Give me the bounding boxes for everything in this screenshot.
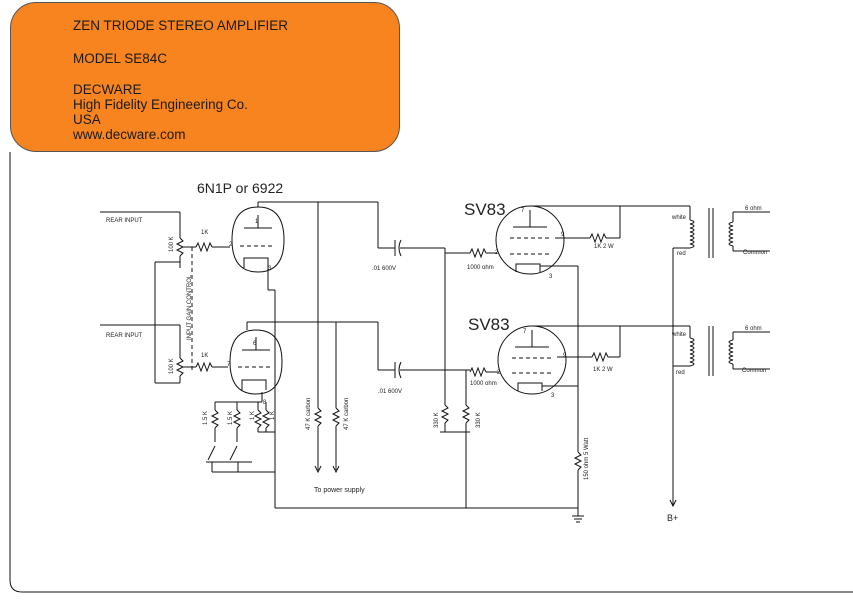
title-line-1: ZEN TRIODE STEREO AMPLIFIER — [73, 18, 289, 33]
screen-res-bottom-label: 1K 2 W — [593, 367, 613, 373]
rear-input-bottom-label: REAR INPUT — [106, 333, 143, 339]
grid-leak-1-label: 330 K — [434, 412, 440, 428]
grid-res-bottom-label: 1K — [201, 353, 208, 359]
screen-res-top-label: 1K 2 W — [594, 244, 614, 250]
cathode-r1-label: 1.5 K — [203, 411, 209, 425]
plate-wiring — [247, 201, 395, 474]
common-top-label: Common — [743, 250, 767, 256]
bplus-label: B+ — [667, 513, 678, 523]
cathode-r4-label: 1 K — [270, 411, 276, 420]
coupling-caps — [394, 239, 471, 508]
sv83-bottom-pin-3-label: 3 — [551, 393, 555, 399]
title-line-2: MODEL SE84C — [73, 51, 168, 66]
cathode-r3-label: 1 K — [250, 411, 256, 420]
pin-7-label: 7 — [227, 362, 231, 368]
output-transformer-top — [673, 206, 770, 258]
stopper-bottom-label: 1000 ohm — [470, 381, 497, 387]
bplus-rail — [669, 248, 677, 508]
output-tube-bottom-label: SV83 — [468, 315, 510, 334]
sv83-top-tube — [445, 205, 690, 275]
input-gain-control-label: INPUT GAIN CONTROL — [187, 274, 193, 340]
driver-tube-label: 6N1P or 6922 — [197, 180, 283, 196]
plate-load-2-label: 47 K carbon — [344, 398, 350, 430]
title-block — [10, 2, 400, 152]
grid-res-top-label: 1K — [201, 230, 208, 236]
sv83-bottom-tube — [469, 325, 690, 395]
ohm6-top-label: 6 ohm — [745, 206, 762, 212]
pin-6-label: 6 — [253, 341, 257, 347]
power-supply-label: To power supply — [314, 487, 365, 494]
title-line-3: DECWARE — [73, 82, 142, 97]
driver-tube-bottom — [229, 322, 283, 402]
pin-3-label: 3 — [268, 266, 272, 272]
red-bottom-label: red — [676, 370, 685, 376]
plate-load-1-label: 47 K carbon — [306, 398, 312, 430]
cathode-r2-label: 1.5 K — [228, 411, 234, 425]
ohm6-bottom-label: 6 ohm — [745, 326, 762, 332]
sv83-top-pin-7-label: 7 — [521, 208, 525, 214]
stopper-top-label: 1000 ohm — [467, 265, 494, 271]
pot-bottom-label: 100 K — [169, 358, 175, 374]
sv83-top-pin-9-label: 9 — [561, 232, 565, 238]
input-section — [100, 211, 230, 384]
white-top-label: white — [671, 215, 687, 221]
sv83-top-pin-3-label: 3 — [549, 274, 553, 280]
cathode-bias-label: 150 ohm 5 Watt — [584, 438, 590, 480]
sv83-bottom-pin-2-label: 2 — [497, 370, 501, 376]
common-bottom-label: Common — [742, 368, 766, 374]
pin-2-label: 2 — [229, 242, 233, 248]
title-line-4: High Fidelity Engineering Co. — [73, 97, 248, 112]
sv83-bottom-pin-9-label: 9 — [563, 353, 567, 359]
driver-cathode-network — [206, 401, 275, 473]
cap-bottom-label: .01 600V — [378, 389, 402, 395]
driver-tube-top — [231, 202, 285, 290]
red-top-label: red — [677, 251, 686, 257]
pot-top-label: 100 K — [169, 236, 175, 252]
pin-1-label: 1 — [255, 219, 259, 225]
title-line-5: USA — [73, 112, 101, 127]
output-tube-top-label: SV83 — [464, 200, 506, 219]
output-transformer-bottom — [673, 326, 770, 376]
pin-8-label: 8 — [263, 400, 267, 406]
sv83-bottom-pin-7-label: 7 — [523, 329, 527, 335]
cap-top-label: .01 600V — [372, 266, 396, 272]
white-bottom-label: white — [671, 332, 687, 338]
grid-leak-2-label: 330 K — [476, 412, 482, 428]
title-line-6: www.decware.com — [73, 127, 186, 142]
rear-input-top-label: REAR INPUT — [106, 218, 143, 224]
